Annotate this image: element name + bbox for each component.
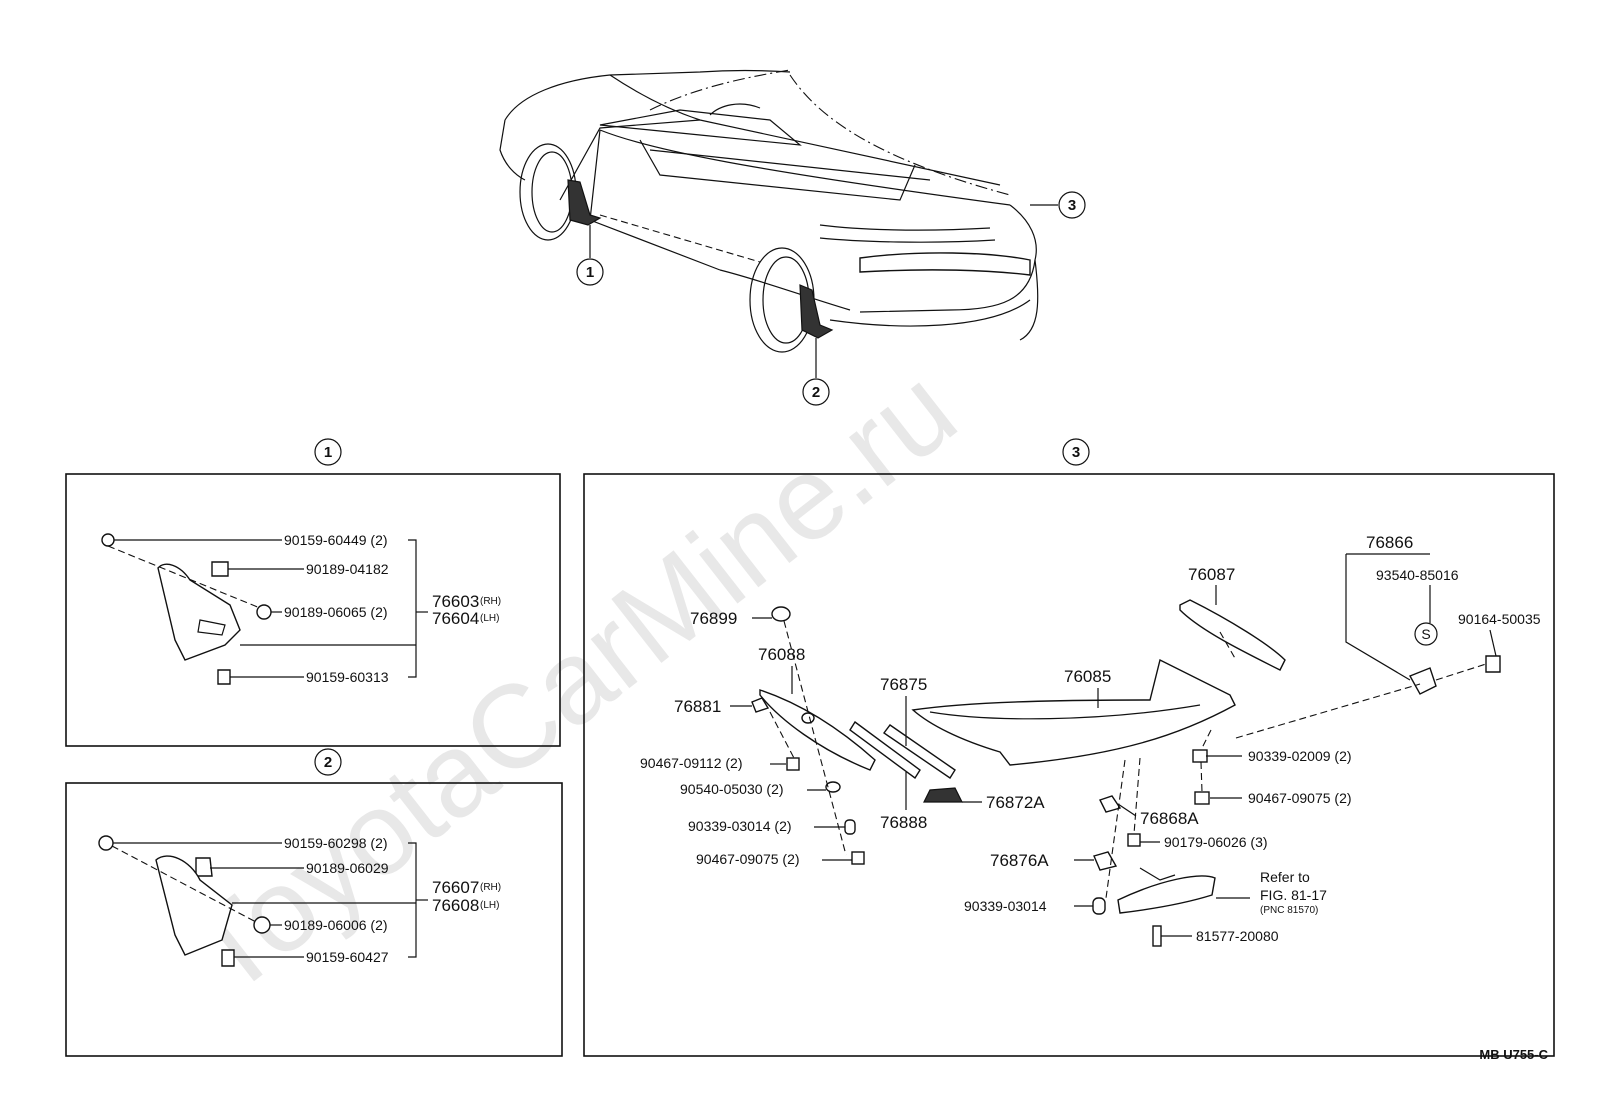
part-76872a: 76872A — [986, 793, 1045, 812]
panel-1-frame — [65, 473, 561, 747]
bracket-76866-icon — [1409, 667, 1437, 695]
bolt-icon — [221, 949, 235, 967]
part-76604-side: (LH) — [480, 613, 499, 624]
part-90159-60427: 90159-60427 — [306, 949, 389, 965]
panel-3-callout: 3 — [1072, 444, 1080, 461]
callout-1-car: 1 — [586, 264, 594, 281]
nut-90179-icon — [1127, 833, 1141, 847]
mudguard-front-icon — [157, 563, 241, 661]
part-76085: 76085 — [1064, 667, 1111, 686]
washer-90540-icon — [825, 781, 841, 793]
cap-76899-icon — [771, 606, 791, 622]
part-76888: 76888 — [880, 813, 927, 832]
part-90159-60449: 90159-60449 (2) — [284, 532, 388, 548]
part-90189-06006: 90189-06006 (2) — [284, 917, 388, 933]
panel-3-rear-spoiler: 3 S — [583, 438, 1555, 1057]
screw-icon — [101, 533, 115, 547]
panel-2-frame — [65, 782, 563, 1057]
spoiler-76085-icon — [911, 658, 1236, 766]
clip-icon — [211, 561, 229, 577]
part-90179-06026: 90179-06026 (3) — [1164, 834, 1268, 850]
panel-2-callout: 2 — [324, 754, 332, 771]
seal-76875-icon — [883, 724, 956, 779]
part-76607: 76607 — [432, 878, 479, 897]
part-90467-09075-left: 90467-09075 (2) — [696, 851, 800, 867]
base-76868a-icon — [1099, 795, 1122, 813]
part-90189-04182: 90189-04182 — [306, 561, 389, 577]
bolt-90164-icon — [1485, 655, 1501, 673]
grommet-90339-icon — [844, 819, 856, 835]
part-90159-60313: 90159-60313 — [306, 669, 389, 685]
grommet-icon — [256, 604, 272, 620]
mudguard-rear-icon — [155, 855, 233, 956]
callout-3-car: 3 — [1068, 197, 1076, 214]
part-76607-side: (RH) — [480, 882, 501, 893]
bulb-81577-icon — [1152, 925, 1162, 947]
part-76876a: 76876A — [990, 851, 1049, 870]
clip-icon — [195, 857, 213, 877]
part-90164-50035: 90164-50035 — [1458, 611, 1541, 627]
nut-90467c-icon — [1194, 791, 1210, 805]
part-76868a: 76868A — [1140, 809, 1199, 828]
part-76875: 76875 — [880, 675, 927, 694]
bolt-icon — [217, 669, 231, 685]
part-76603-side: (RH) — [480, 596, 501, 607]
clip-76881-icon — [751, 697, 770, 713]
diagram-code: MB U755-C — [1479, 1047, 1548, 1062]
stop-lamp-icon — [1117, 875, 1216, 914]
part-90467-09112: 90467-09112 (2) — [640, 755, 742, 771]
refer-pnc-text: (PNC 81570) — [1260, 905, 1318, 916]
part-81577-20080: 81577-20080 — [1196, 928, 1279, 944]
part-76603: 76603 — [432, 592, 479, 611]
callout-2-car: 2 — [812, 384, 820, 401]
car-overview: 1 2 3 — [499, 69, 1086, 406]
part-90189-06065: 90189-06065 (2) — [284, 604, 388, 620]
part-76866: 76866 — [1366, 533, 1413, 552]
panel-1-callout: 1 — [324, 444, 332, 461]
screw-icon — [98, 835, 114, 851]
part-76604: 76604 — [432, 609, 479, 628]
pad-76872a-icon — [923, 787, 963, 803]
nut-90339b-icon — [1192, 749, 1208, 763]
refer-to-text: Refer to — [1260, 869, 1310, 885]
panel-3-frame — [583, 473, 1555, 1057]
part-76881: 76881 — [674, 697, 721, 716]
grommet-90339c-icon — [1092, 897, 1106, 915]
part-76608: 76608 — [432, 896, 479, 915]
part-93540-85016: 93540-85016 — [1376, 567, 1459, 583]
part-90339-03014: 90339-03014 — [964, 898, 1047, 914]
base-76876a-icon — [1093, 851, 1118, 871]
refer-fig-text: FIG. 81-17 — [1260, 887, 1327, 903]
part-90467-09075-right: 90467-09075 (2) — [1248, 790, 1352, 806]
part-90189-06029: 90189-06029 — [306, 860, 389, 876]
s-mark: S — [1421, 626, 1430, 642]
part-90339-03014-2: 90339-03014 (2) — [688, 818, 792, 834]
nut-90467-icon — [786, 757, 800, 771]
seal-76888-icon — [849, 720, 921, 780]
part-76088: 76088 — [758, 645, 805, 664]
s-mark-circle — [1414, 622, 1438, 646]
part-90540-05030: 90540-05030 (2) — [680, 781, 784, 797]
grommet-icon — [253, 916, 271, 934]
part-76087: 76087 — [1188, 565, 1235, 584]
trim-76087-icon — [1179, 599, 1286, 671]
part-76899: 76899 — [690, 609, 737, 628]
end-piece-76088-icon — [759, 689, 876, 771]
part-76608-side: (LH) — [480, 900, 499, 911]
panel-2-rear-mudguard: 2 90159-60298 (2) 90189-06029 90189-0600… — [65, 748, 563, 1057]
part-90339-02009: 90339-02009 (2) — [1248, 748, 1352, 764]
nut-90467b-icon — [851, 851, 865, 865]
part-90159-60298: 90159-60298 (2) — [284, 835, 388, 851]
panel-1-front-mudguard: 1 90159-60449 (2) 90189-04182 90189-0606… — [65, 438, 561, 747]
